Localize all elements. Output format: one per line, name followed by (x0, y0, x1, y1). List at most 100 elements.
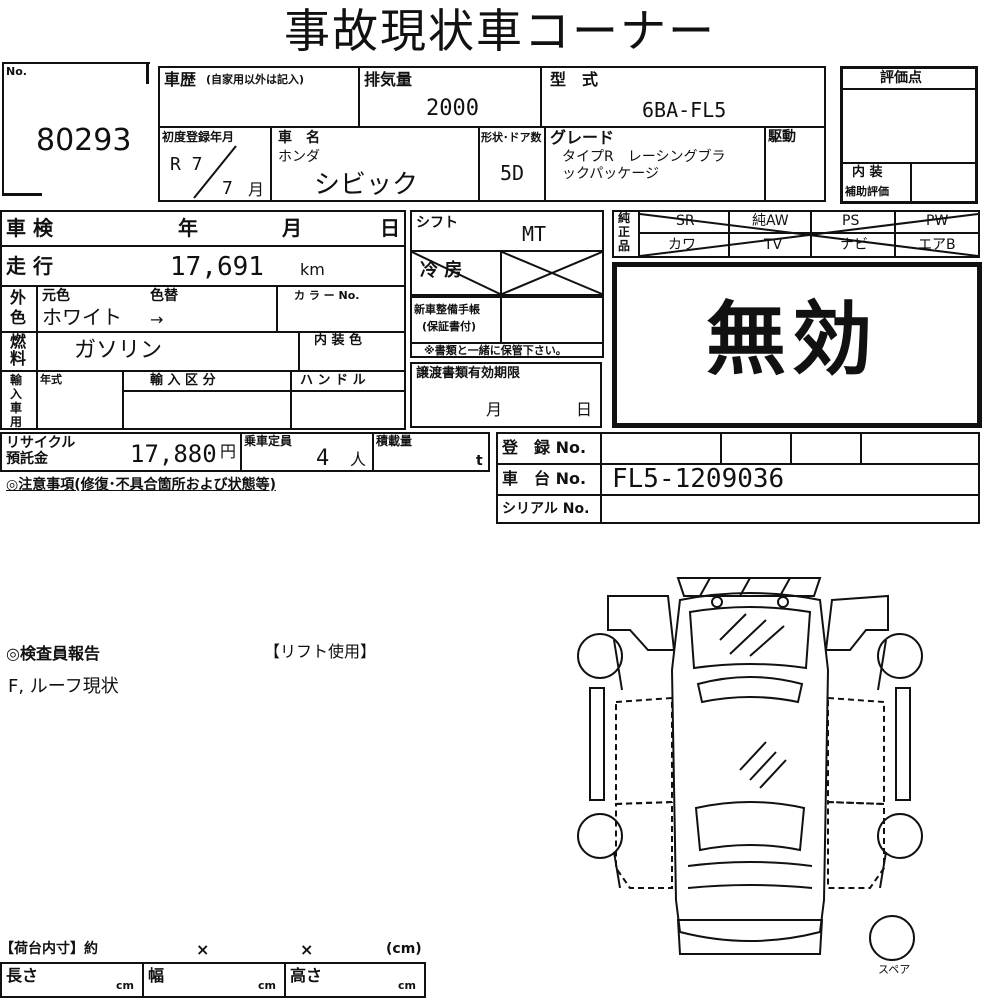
mileage-label: 走 行 (6, 254, 53, 278)
car-damage-diagram (577, 577, 923, 961)
transfer-label: 譲渡書類有効期限 (416, 366, 521, 381)
body-label: 形状･ドア数 (481, 131, 542, 144)
equip-ps: PS (842, 213, 860, 229)
cargo-height-label: 高さ (290, 966, 323, 985)
interior-color-label: 内 装 色 (314, 333, 363, 348)
recycle-value: 17,880 (130, 440, 217, 468)
cargo-dimension-table (0, 962, 426, 998)
import-label-2: 入 (10, 387, 23, 401)
mileage-unit: km (300, 260, 325, 279)
inspection-day: 日 (380, 216, 400, 240)
fuel-label-2: 料 (10, 349, 27, 368)
equipment-cross-out (639, 213, 979, 257)
recycle-unit: 円 (220, 442, 237, 461)
vehicle-info-table (158, 66, 826, 202)
model-value: 6BA-FL5 (642, 98, 727, 122)
displacement-label: 排気量 (364, 70, 413, 89)
inspection-year: 年 (178, 216, 198, 240)
equip-tv: TV (764, 237, 783, 253)
chassis-label: 車 台 No. (502, 469, 587, 488)
shift-ac-box (410, 210, 604, 296)
recycle-line1: リサイクル (6, 435, 76, 451)
ac-cross-out (411, 251, 603, 295)
recycle-row (0, 432, 490, 472)
fuel-value: ガソリン (74, 338, 163, 363)
registration-label: 登 録 No. (502, 438, 587, 457)
changed-color-label: 色替 (150, 288, 178, 304)
load-label: 積載量 (376, 434, 413, 448)
cargo-width-unit: cm (258, 979, 276, 992)
inspector-label: ◎検査員報告 (6, 644, 100, 663)
equip-alloy: 純AW (752, 213, 789, 229)
first-reg-year: R 7 (170, 154, 203, 175)
car-name: シビック (314, 170, 419, 200)
capacity-unit: 人 (350, 450, 367, 469)
cargo-length-label: 長さ (6, 966, 39, 985)
manual-note: ※書類と一緒に保管下さい。 (424, 344, 567, 357)
cargo-unit: (cm) (386, 941, 422, 957)
capacity-label: 乗車定員 (244, 434, 293, 448)
lot-no-label: No. (6, 65, 27, 78)
car-maker: ホンダ (278, 149, 320, 165)
shift-label: シフト (416, 215, 458, 231)
displacement-value: 2000 (426, 96, 479, 121)
interior-eval-label: 内 装 (852, 165, 883, 180)
equip-sr: SR (676, 213, 695, 229)
first-reg-month-unit: 月 (248, 180, 265, 199)
handle-label: ハ ン ド ル (300, 373, 366, 388)
page-title: 事故現状車コーナー (284, 4, 716, 58)
manual-line1: 新車整備手帳 (414, 303, 480, 316)
grade-line1: タイプR レーシングブラ (562, 149, 726, 165)
registration-table (496, 432, 980, 524)
cargo-height-unit: cm (398, 979, 416, 992)
original-color: ホワイト (42, 305, 122, 329)
evaluation-label: 評価点 (880, 70, 922, 86)
mileage-value: 17,691 (170, 252, 264, 282)
drive-label: 駆動 (768, 129, 796, 145)
lot-number: 80293 (36, 123, 132, 158)
cargo-x2: × (300, 940, 314, 959)
history-label: 車歴 (164, 70, 197, 89)
cargo-x1: × (196, 940, 210, 959)
grade-label: グレード (550, 128, 615, 147)
first-reg-label: 初度登録年月 (162, 130, 235, 144)
import-year-label: 年式 (40, 373, 62, 386)
history-note: (自家用以外は記入) (206, 73, 305, 86)
equipment-label-2: 正 (618, 225, 631, 239)
body-value: 5D (500, 161, 525, 185)
import-class-label: 輸 入 区 分 (150, 373, 216, 388)
cargo-label: 【荷台内寸】約 (0, 941, 98, 957)
first-reg-slash (193, 145, 237, 199)
spare-tyre-label: スペア (878, 963, 911, 976)
ac-label: 冷 房 (420, 260, 463, 281)
import-label-1: 輸 (10, 373, 23, 387)
equipment-label-1: 純 (618, 211, 631, 225)
model-label: 型 式 (550, 70, 599, 89)
transfer-month: 月 (486, 400, 503, 419)
equipment-grid (612, 210, 980, 258)
spec-table (0, 210, 406, 430)
original-color-label: 元色 (42, 288, 70, 304)
inspection-month: 月 (282, 216, 302, 240)
equip-airbag: エアB (918, 237, 956, 253)
capacity-value: 4 (316, 446, 330, 471)
aux-eval-label: 補助評価 (845, 185, 889, 198)
outer-color-label-1: 外 (10, 288, 27, 307)
first-reg-month: 7 (222, 178, 233, 199)
notes-label: ◎注意事項(修復･不具合箇所および状態等) (6, 477, 277, 493)
chassis-value: FL5-1209036 (612, 464, 785, 494)
import-label-3: 車 (10, 401, 23, 415)
load-unit: t (476, 453, 483, 469)
color-arrow: → (150, 310, 164, 329)
shift-value: MT (522, 222, 547, 246)
recycle-line2: 預託金 (6, 451, 48, 467)
lift-label: 【リフト使用】 (264, 642, 377, 661)
manual-box (410, 296, 604, 358)
inspector-report: F, ルーフ現状 (8, 676, 119, 697)
void-stamp: 無効 (706, 293, 878, 386)
car-name-label: 車 名 (278, 130, 320, 146)
transfer-box (410, 362, 602, 428)
serial-label: シリアル No. (502, 501, 590, 517)
cargo-length-unit: cm (116, 979, 134, 992)
evaluation-box (840, 66, 978, 204)
